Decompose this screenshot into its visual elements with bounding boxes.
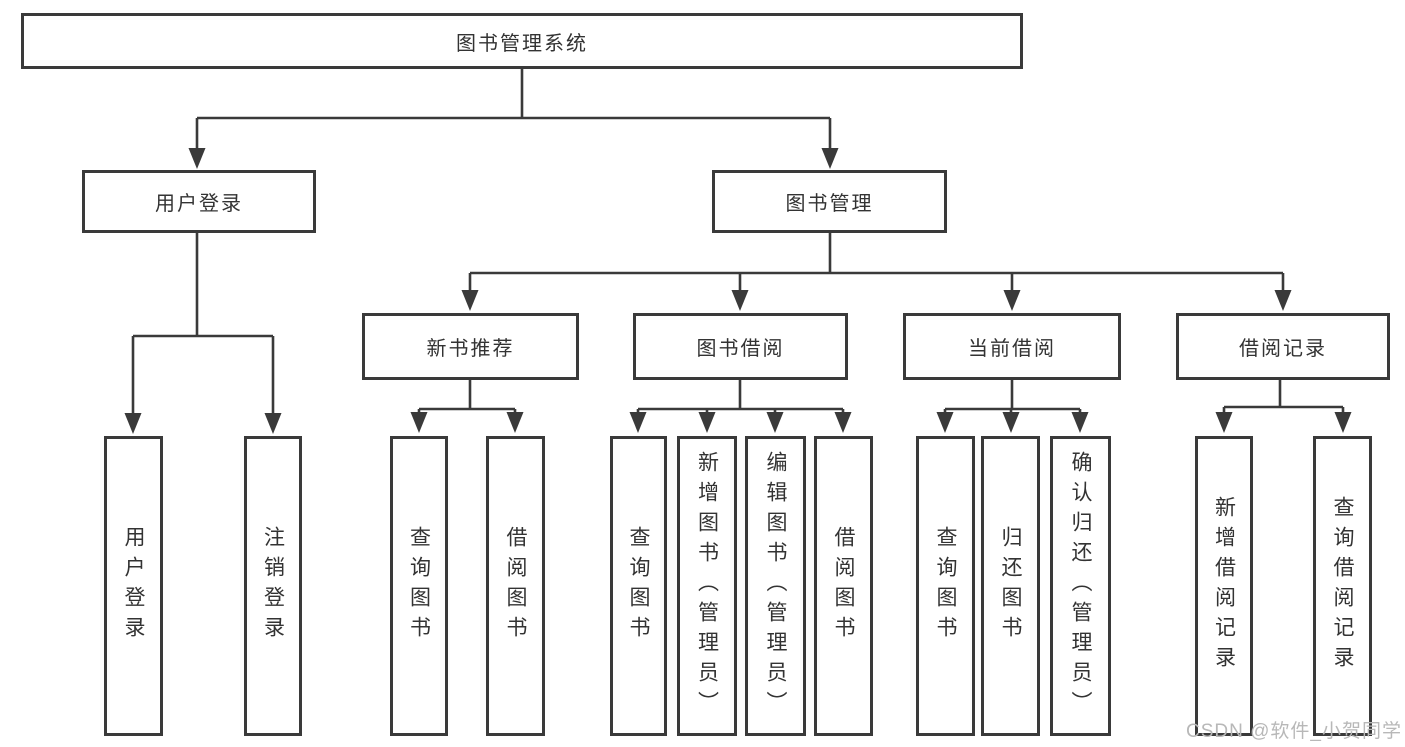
node-label: 图书管理系统	[456, 32, 588, 55]
node-label: 注销登录	[261, 526, 285, 646]
node-label: 借阅图书	[832, 526, 855, 646]
leaf-user-login: 用户登录	[104, 436, 163, 736]
node-label: 查询图书	[407, 526, 431, 646]
node-label: 借阅记录	[1239, 338, 1327, 360]
leaf-borrow-books-1: 借阅图书	[486, 436, 545, 736]
leaf-return-books: 归还图书	[981, 436, 1040, 736]
leaf-borrow-books-2: 借阅图书	[814, 436, 873, 736]
node-label: 用户登录	[122, 526, 145, 646]
node-book-management: 图书管理	[712, 170, 947, 233]
leaf-query-books-1: 查询图书	[390, 436, 448, 736]
node-library-management-system: 图书管理系统	[21, 13, 1023, 69]
leaf-edit-books-admin: 编辑图书（管理员）	[745, 436, 806, 736]
node-user-login: 用户登录	[82, 170, 316, 233]
node-current-borrowing: 当前借阅	[903, 313, 1121, 380]
node-label: 新书推荐	[426, 338, 515, 360]
node-label: 图书借阅	[696, 338, 785, 360]
node-label: 用户登录	[155, 193, 243, 215]
leaf-query-books-2: 查询图书	[610, 436, 667, 736]
node-label: 当前借阅	[968, 338, 1056, 360]
leaf-query-borrow-record: 查询借阅记录	[1313, 436, 1372, 736]
node-label: 编辑图书（管理员）	[764, 451, 787, 721]
leaf-logout: 注销登录	[244, 436, 302, 736]
leaf-query-books-3: 查询图书	[916, 436, 975, 736]
node-label: 借阅图书	[504, 526, 527, 646]
leaf-add-borrow-record: 新增借阅记录	[1195, 436, 1253, 736]
node-book-borrowing: 图书借阅	[633, 313, 848, 380]
node-label: 确认归还（管理员）	[1069, 451, 1092, 721]
node-label: 新增图书（管理员）	[695, 451, 719, 721]
node-borrowing-records: 借阅记录	[1176, 313, 1390, 380]
node-label: 查询借阅记录	[1331, 496, 1354, 676]
node-label: 查询图书	[934, 526, 957, 646]
node-new-book-recommend: 新书推荐	[362, 313, 579, 380]
leaf-confirm-return-admin: 确认归还（管理员）	[1050, 436, 1111, 736]
node-label: 图书管理	[785, 193, 874, 215]
leaf-add-books-admin: 新增图书（管理员）	[677, 436, 737, 736]
node-label: 查询图书	[627, 526, 650, 646]
node-label: 新增借阅记录	[1212, 496, 1236, 676]
node-label: 归还图书	[999, 526, 1022, 646]
csdn-watermark: CSDN @软件_小贺同学	[1186, 721, 1402, 742]
